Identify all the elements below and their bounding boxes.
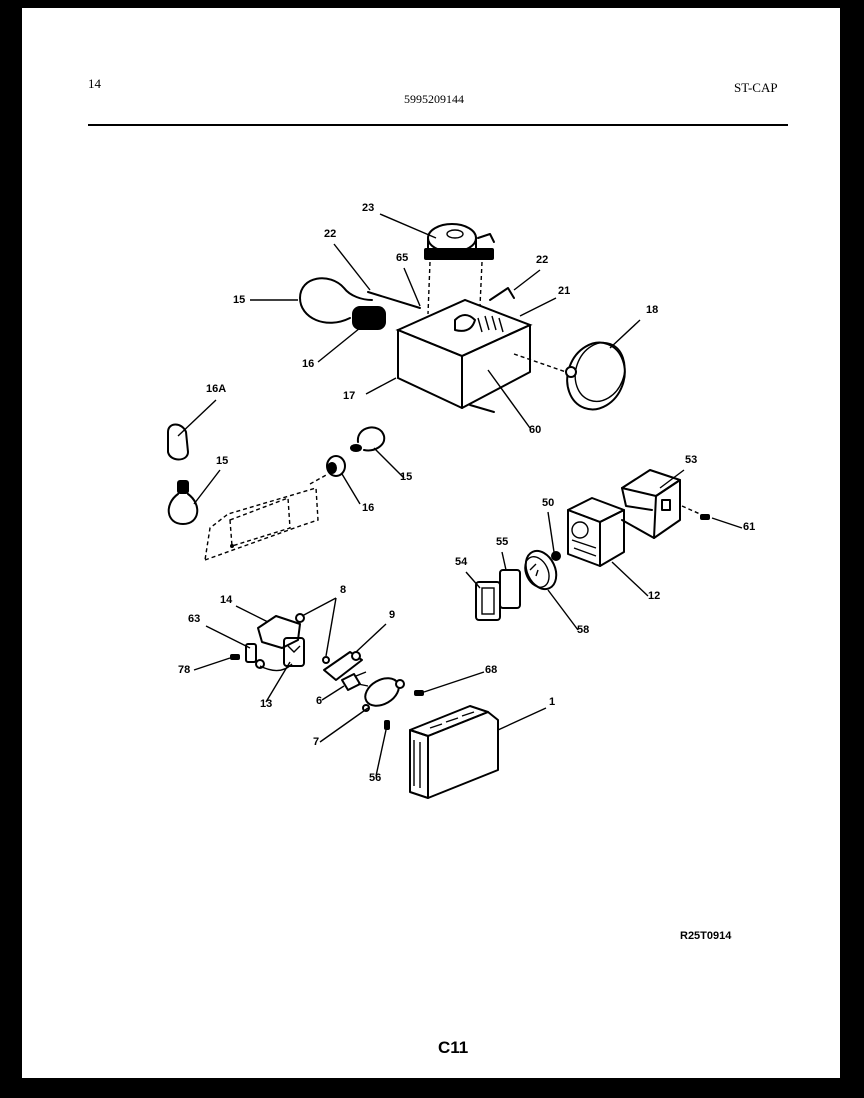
callout-60: 60: [529, 424, 542, 436]
callout-14: 14: [220, 594, 233, 606]
callout-68: 68: [485, 664, 498, 676]
socket-16A: [167, 423, 189, 461]
page-code: C11: [438, 1038, 469, 1057]
callout-16: 16: [362, 502, 375, 514]
diagram-page: [22, 8, 840, 1078]
screw-68: [414, 690, 424, 696]
callout-50: 50: [542, 497, 555, 509]
screw-78: [230, 654, 240, 660]
drawing-reference: R25T0914: [680, 930, 732, 942]
light-bulb-large: [299, 277, 386, 330]
callout-15: 15: [233, 294, 246, 306]
leader-lines: [177, 213, 743, 777]
callout-23: 23: [362, 202, 375, 214]
housing-12: [567, 497, 625, 567]
tube-right: [489, 287, 515, 301]
callout-22: 22: [324, 228, 337, 240]
callout-9: 9: [389, 609, 396, 621]
callout-12: 12: [648, 590, 661, 602]
callout-18: 18: [646, 304, 659, 316]
section-code: ST-CAP: [734, 80, 778, 95]
timer-motor: [424, 223, 495, 315]
callout-55: 55: [496, 536, 509, 548]
callout-8: 8: [340, 584, 347, 596]
evaporator-1: [409, 705, 499, 799]
callout-13: 13: [260, 698, 273, 710]
callout-15: 15: [216, 455, 229, 467]
motor-55: [499, 569, 521, 609]
part-number: 5995209144: [404, 92, 464, 106]
callout-63: 63: [188, 613, 201, 625]
screw-56: [384, 720, 390, 730]
callout-54: 54: [455, 556, 468, 568]
callout-15: 15: [400, 471, 413, 483]
bracket-14: [257, 613, 305, 649]
fan-disk-58: [524, 549, 558, 591]
callout-65: 65: [396, 252, 409, 264]
callout-61: 61: [743, 521, 756, 533]
cover-53: [621, 469, 681, 539]
header-rule: [88, 124, 788, 126]
lens-cover-round: [513, 341, 626, 411]
callout-1: 1: [549, 696, 556, 708]
callout-16: 16: [302, 358, 315, 370]
callout-22: 22: [536, 254, 549, 266]
bracket-63: [245, 643, 293, 672]
callout-6: 6: [316, 695, 323, 707]
callout-56: 56: [369, 772, 382, 784]
page-number: 14: [88, 76, 101, 91]
socket-16: [326, 455, 346, 477]
callout-58: 58: [577, 624, 590, 636]
callout-7: 7: [313, 736, 320, 748]
switch-6: [341, 671, 369, 691]
dashed-light-housing: [204, 473, 329, 562]
light-bulb-small-right: [350, 426, 386, 452]
callout-53: 53: [685, 454, 698, 466]
fan-blade-50: [551, 551, 561, 561]
callout-17: 17: [343, 390, 356, 402]
callout-16a: 16A: [206, 383, 227, 395]
control-box-housing: [395, 298, 533, 413]
callout-21: 21: [558, 285, 571, 297]
light-bulb-small-left: [167, 480, 199, 525]
switch-13: [283, 637, 305, 667]
bracket-54: [475, 581, 501, 621]
callout-78: 78: [178, 664, 191, 676]
screw-61: [681, 505, 710, 520]
tube-left: [367, 291, 421, 309]
ring-clamp-7: [362, 677, 405, 712]
